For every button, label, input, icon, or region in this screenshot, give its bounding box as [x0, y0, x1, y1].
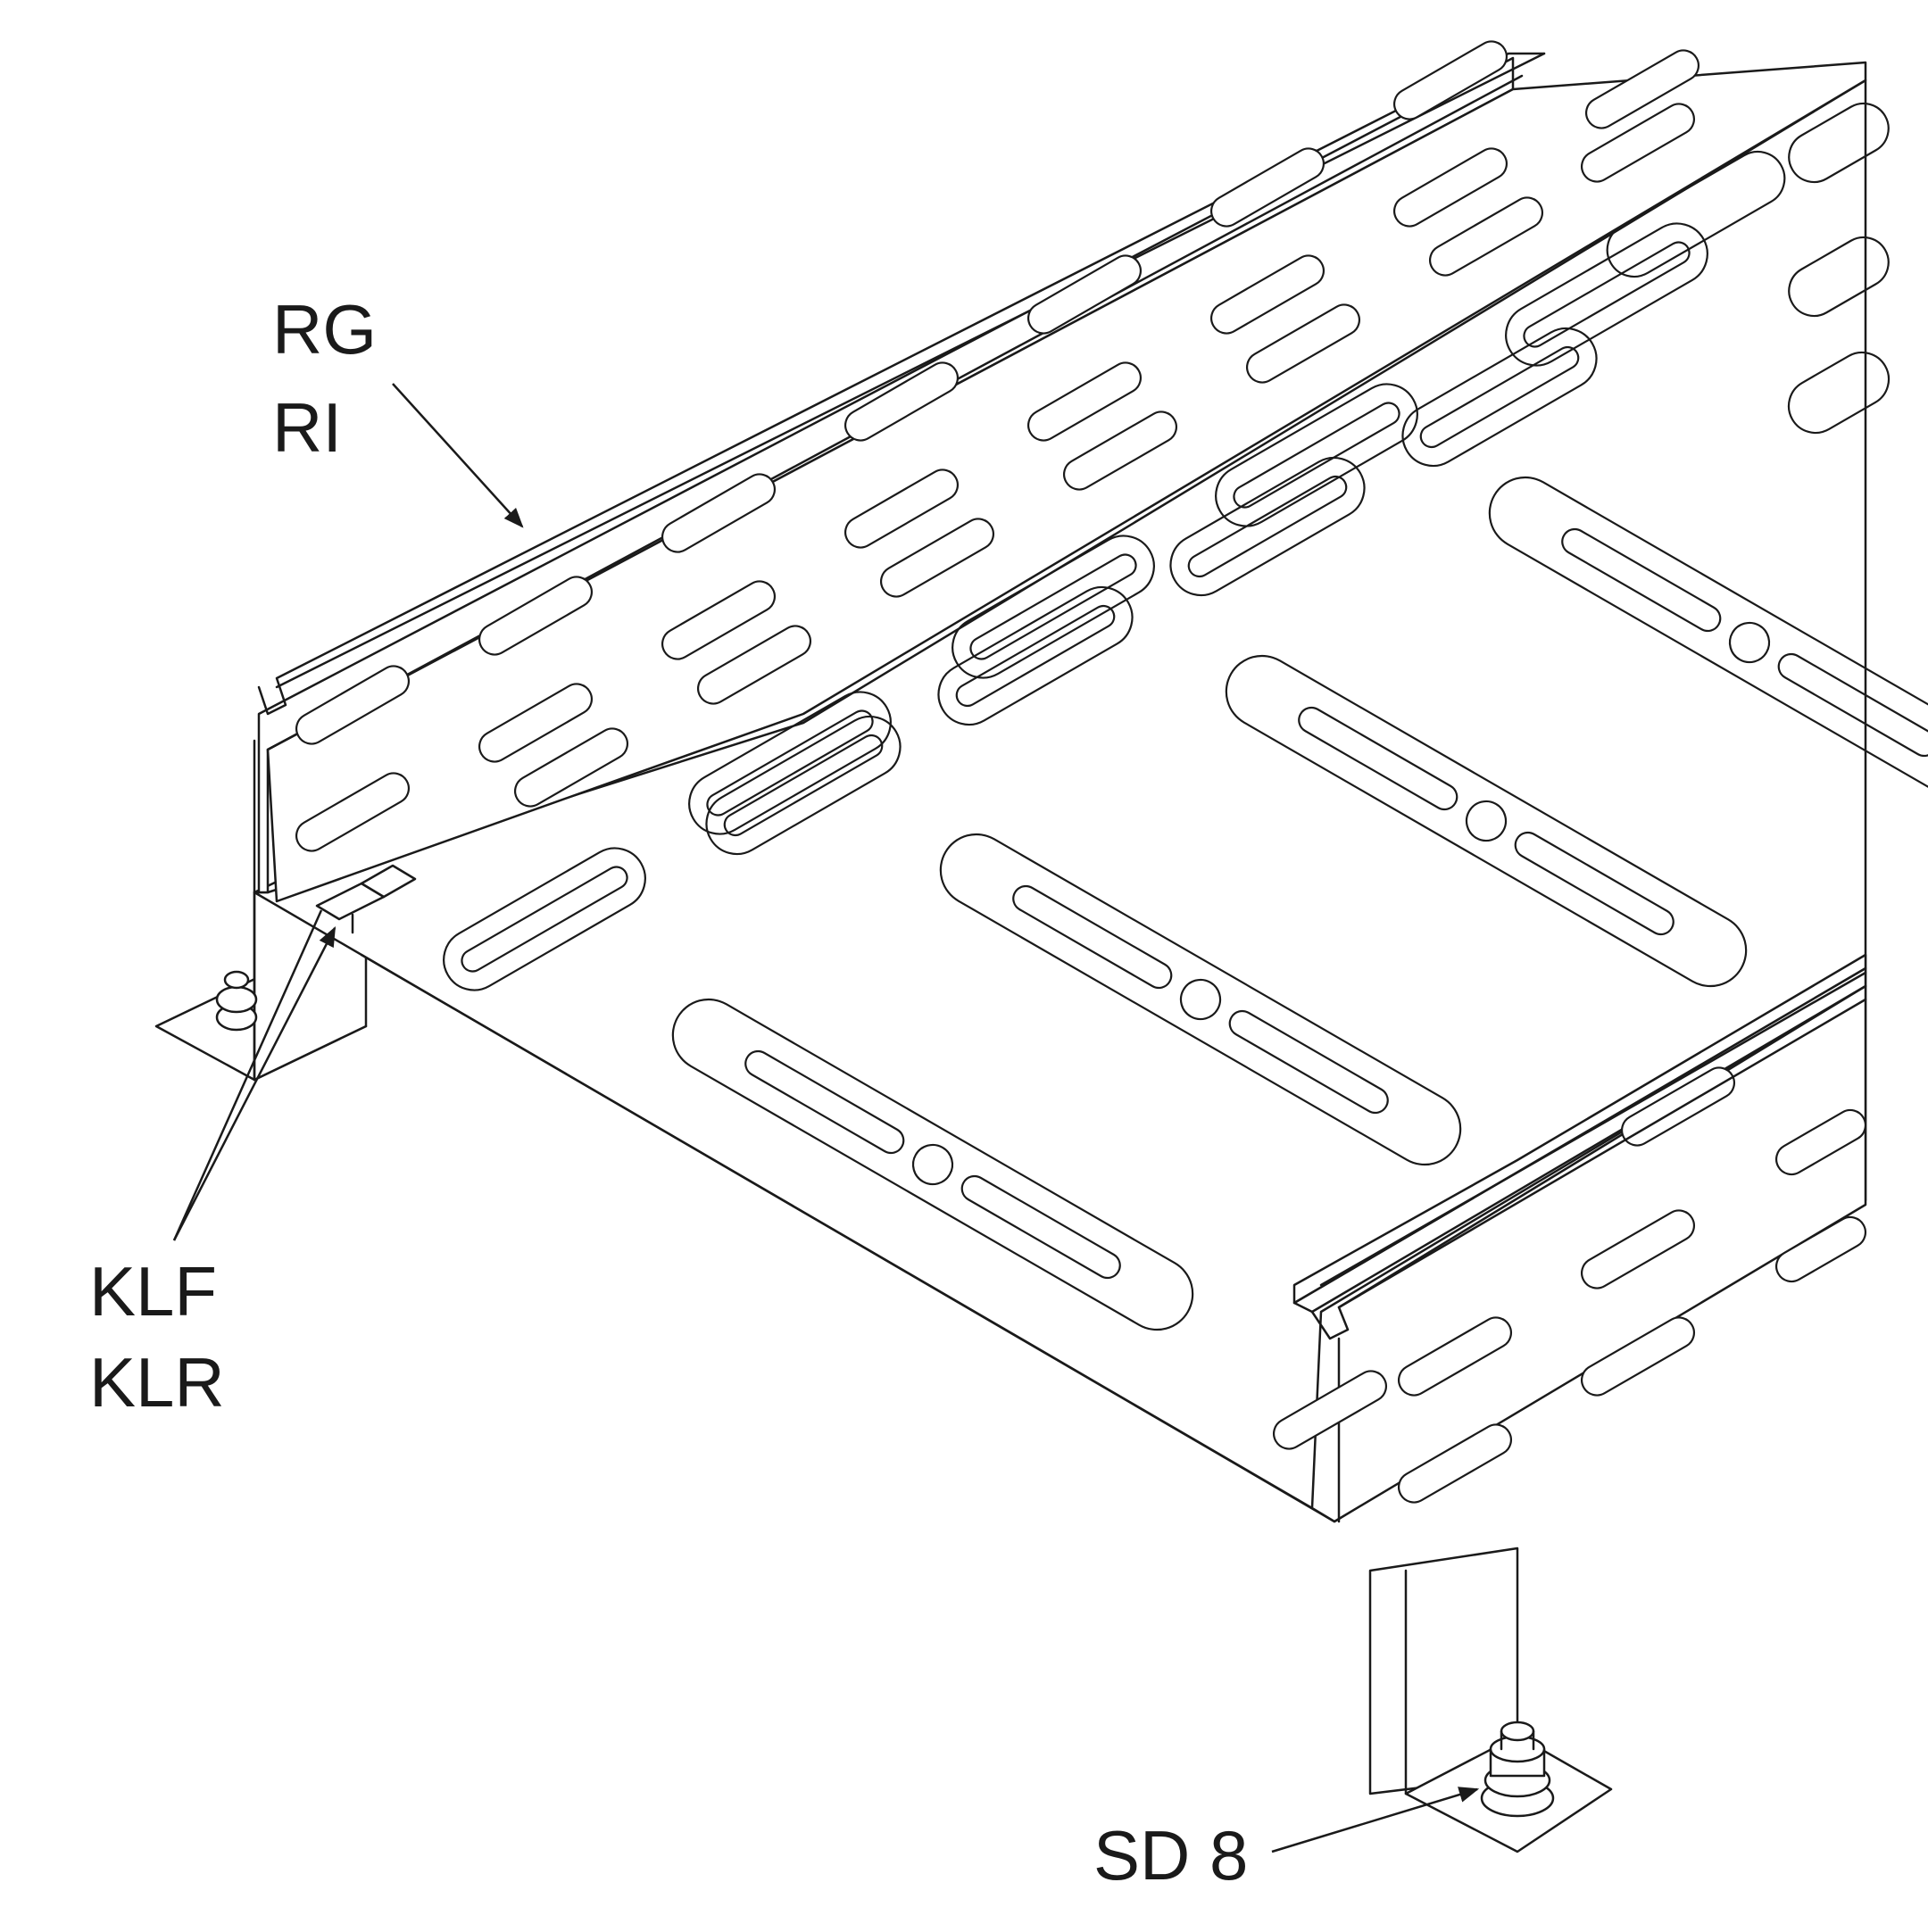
floor-slots — [443, 102, 1928, 1331]
bolt-assembly — [1480, 1721, 1555, 1818]
floor-slot — [1488, 476, 1928, 809]
floor-slot — [1225, 654, 1748, 988]
right-rail-slots — [1273, 1066, 1867, 1504]
rg-leader-line — [392, 383, 524, 528]
klf-leader-line-2 — [172, 909, 323, 1241]
klf-leader-line — [172, 925, 337, 1241]
far-rail-edge — [1319, 971, 1867, 1309]
label-klr: KLR — [89, 1343, 225, 1422]
label-sd8: SD 8 — [1093, 1816, 1249, 1895]
floor-slot — [939, 833, 1462, 1166]
floor-slot — [671, 998, 1194, 1331]
label-rg: RG — [272, 290, 377, 369]
clip-connector — [315, 864, 417, 934]
side-rail-slots — [295, 40, 1699, 852]
label-ri: RI — [272, 388, 342, 467]
label-klf: KLF — [89, 1252, 218, 1331]
sd8-leader-line — [1271, 1787, 1480, 1853]
